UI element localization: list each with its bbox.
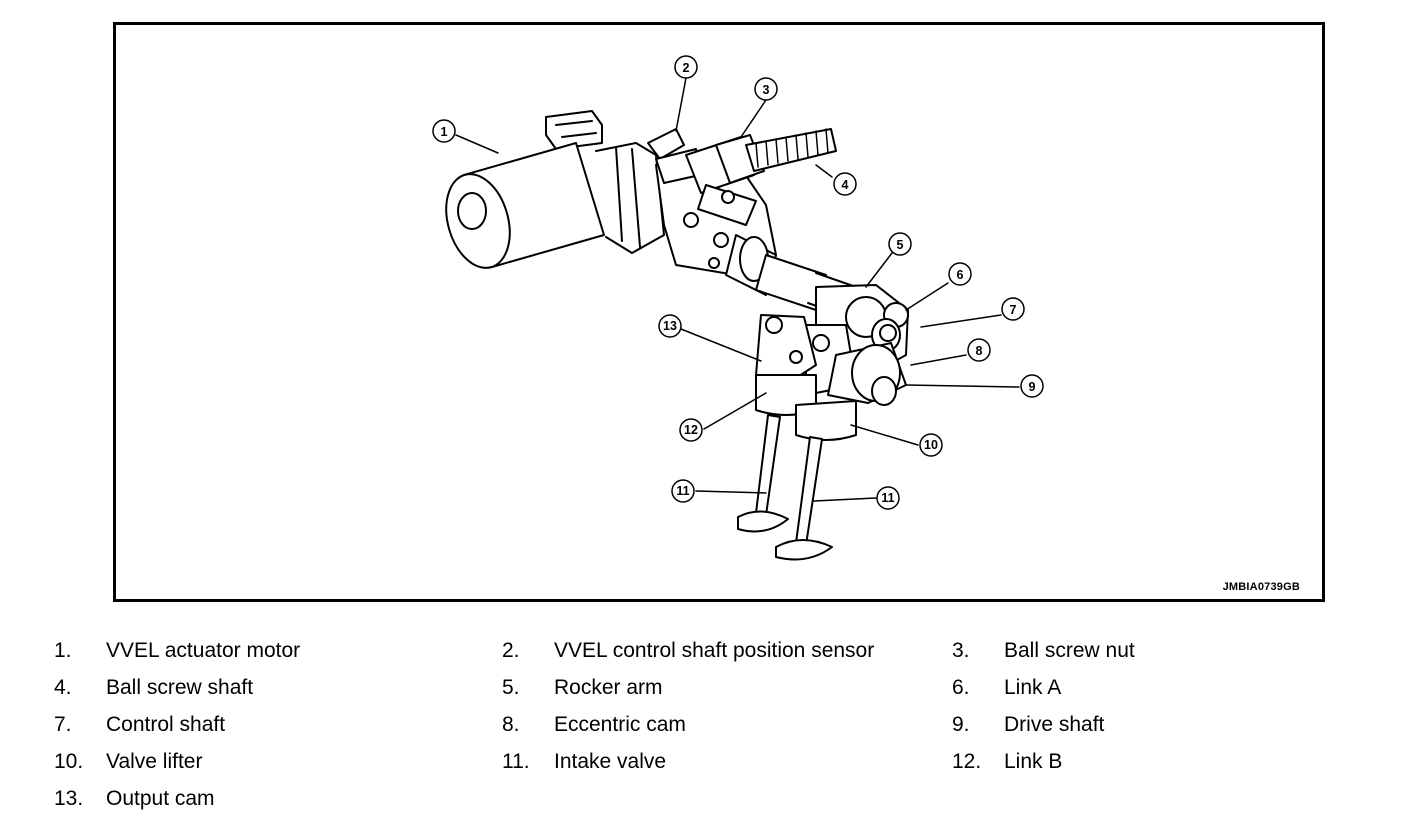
vvel-mechanism-drawing: 1 2 3 4 5 6 7 8 9 10 11 11 12 13 bbox=[432, 55, 1044, 561]
legend-label: Link B bbox=[1004, 750, 1063, 773]
diagram-frame: 1 2 3 4 5 6 7 8 9 10 11 11 12 13 JMBIA07… bbox=[113, 22, 1325, 602]
callout-9: 9 bbox=[1020, 374, 1044, 398]
legend-label: Ball screw nut bbox=[1004, 639, 1135, 662]
svg-text:9: 9 bbox=[1029, 380, 1036, 394]
callout-4: 4 bbox=[833, 172, 857, 196]
legend-number: 3. bbox=[952, 639, 970, 662]
legend-label: Ball screw shaft bbox=[106, 676, 254, 699]
actuator-motor bbox=[445, 142, 665, 269]
callout-6: 6 bbox=[948, 262, 972, 286]
callout-10: 10 bbox=[919, 433, 943, 457]
legend-number: 13. bbox=[54, 787, 84, 810]
legend-number: 9. bbox=[952, 713, 970, 736]
legend-label: VVEL actuator motor bbox=[106, 639, 301, 662]
svg-text:5: 5 bbox=[897, 238, 904, 252]
leader-lines bbox=[455, 77, 1020, 502]
svg-text:1: 1 bbox=[441, 125, 448, 139]
legend-label: Control shaft bbox=[106, 713, 226, 736]
callout-11b: 11 bbox=[876, 486, 900, 510]
svg-text:6: 6 bbox=[957, 268, 964, 282]
svg-text:10: 10 bbox=[924, 438, 938, 452]
valve-lifters bbox=[755, 374, 857, 441]
svg-text:2: 2 bbox=[683, 61, 690, 75]
position-sensor bbox=[647, 128, 701, 184]
legend-label: Link A bbox=[1004, 676, 1062, 699]
motor-connector bbox=[545, 110, 603, 150]
legend-number: 11. bbox=[502, 750, 530, 773]
callout-8: 8 bbox=[967, 338, 991, 362]
legend-label: Output cam bbox=[106, 787, 215, 810]
callout-12: 12 bbox=[679, 418, 703, 442]
legend-label: Drive shaft bbox=[1004, 713, 1105, 736]
callout-11a: 11 bbox=[671, 479, 695, 503]
svg-text:13: 13 bbox=[663, 319, 677, 333]
svg-text:11: 11 bbox=[881, 491, 894, 505]
legend-number: 7. bbox=[54, 713, 72, 736]
output-cam bbox=[755, 314, 817, 392]
figure-id: JMBIA0739GB bbox=[1222, 581, 1300, 593]
callout-13: 13 bbox=[658, 314, 682, 338]
eccentric-cam bbox=[827, 342, 907, 406]
legend-label: Eccentric cam bbox=[554, 713, 686, 736]
legend-label: Rocker arm bbox=[554, 676, 663, 699]
svg-text:4: 4 bbox=[842, 178, 849, 192]
svg-text:11: 11 bbox=[676, 484, 689, 498]
legend-number: 10. bbox=[54, 750, 84, 773]
legend-label: Intake valve bbox=[554, 750, 667, 773]
legend-number: 2. bbox=[502, 639, 520, 662]
svg-text:3: 3 bbox=[763, 83, 770, 97]
svg-text:7: 7 bbox=[1010, 303, 1017, 317]
legend-label: VVEL control shaft position sensor bbox=[554, 639, 875, 662]
legend-number: 5. bbox=[502, 676, 520, 699]
legend-number: 8. bbox=[502, 713, 520, 736]
intake-valves bbox=[737, 414, 833, 561]
callout-3: 3 bbox=[754, 77, 778, 101]
callout-7: 7 bbox=[1001, 297, 1025, 321]
svg-text:12: 12 bbox=[684, 423, 698, 437]
legend-label: Valve lifter bbox=[106, 750, 203, 773]
callout-5: 5 bbox=[888, 232, 912, 256]
callout-1: 1 bbox=[432, 119, 456, 143]
legend-number: 4. bbox=[54, 676, 72, 699]
legend-number: 1. bbox=[54, 639, 72, 662]
legend-number: 6. bbox=[952, 676, 970, 699]
ball-screw-assembly bbox=[685, 128, 837, 226]
svg-text:8: 8 bbox=[976, 344, 983, 358]
legend-number: 12. bbox=[952, 750, 982, 773]
callout-2: 2 bbox=[674, 55, 698, 79]
callouts: 1 2 3 4 5 6 7 8 9 10 11 11 12 13 bbox=[432, 55, 1044, 510]
